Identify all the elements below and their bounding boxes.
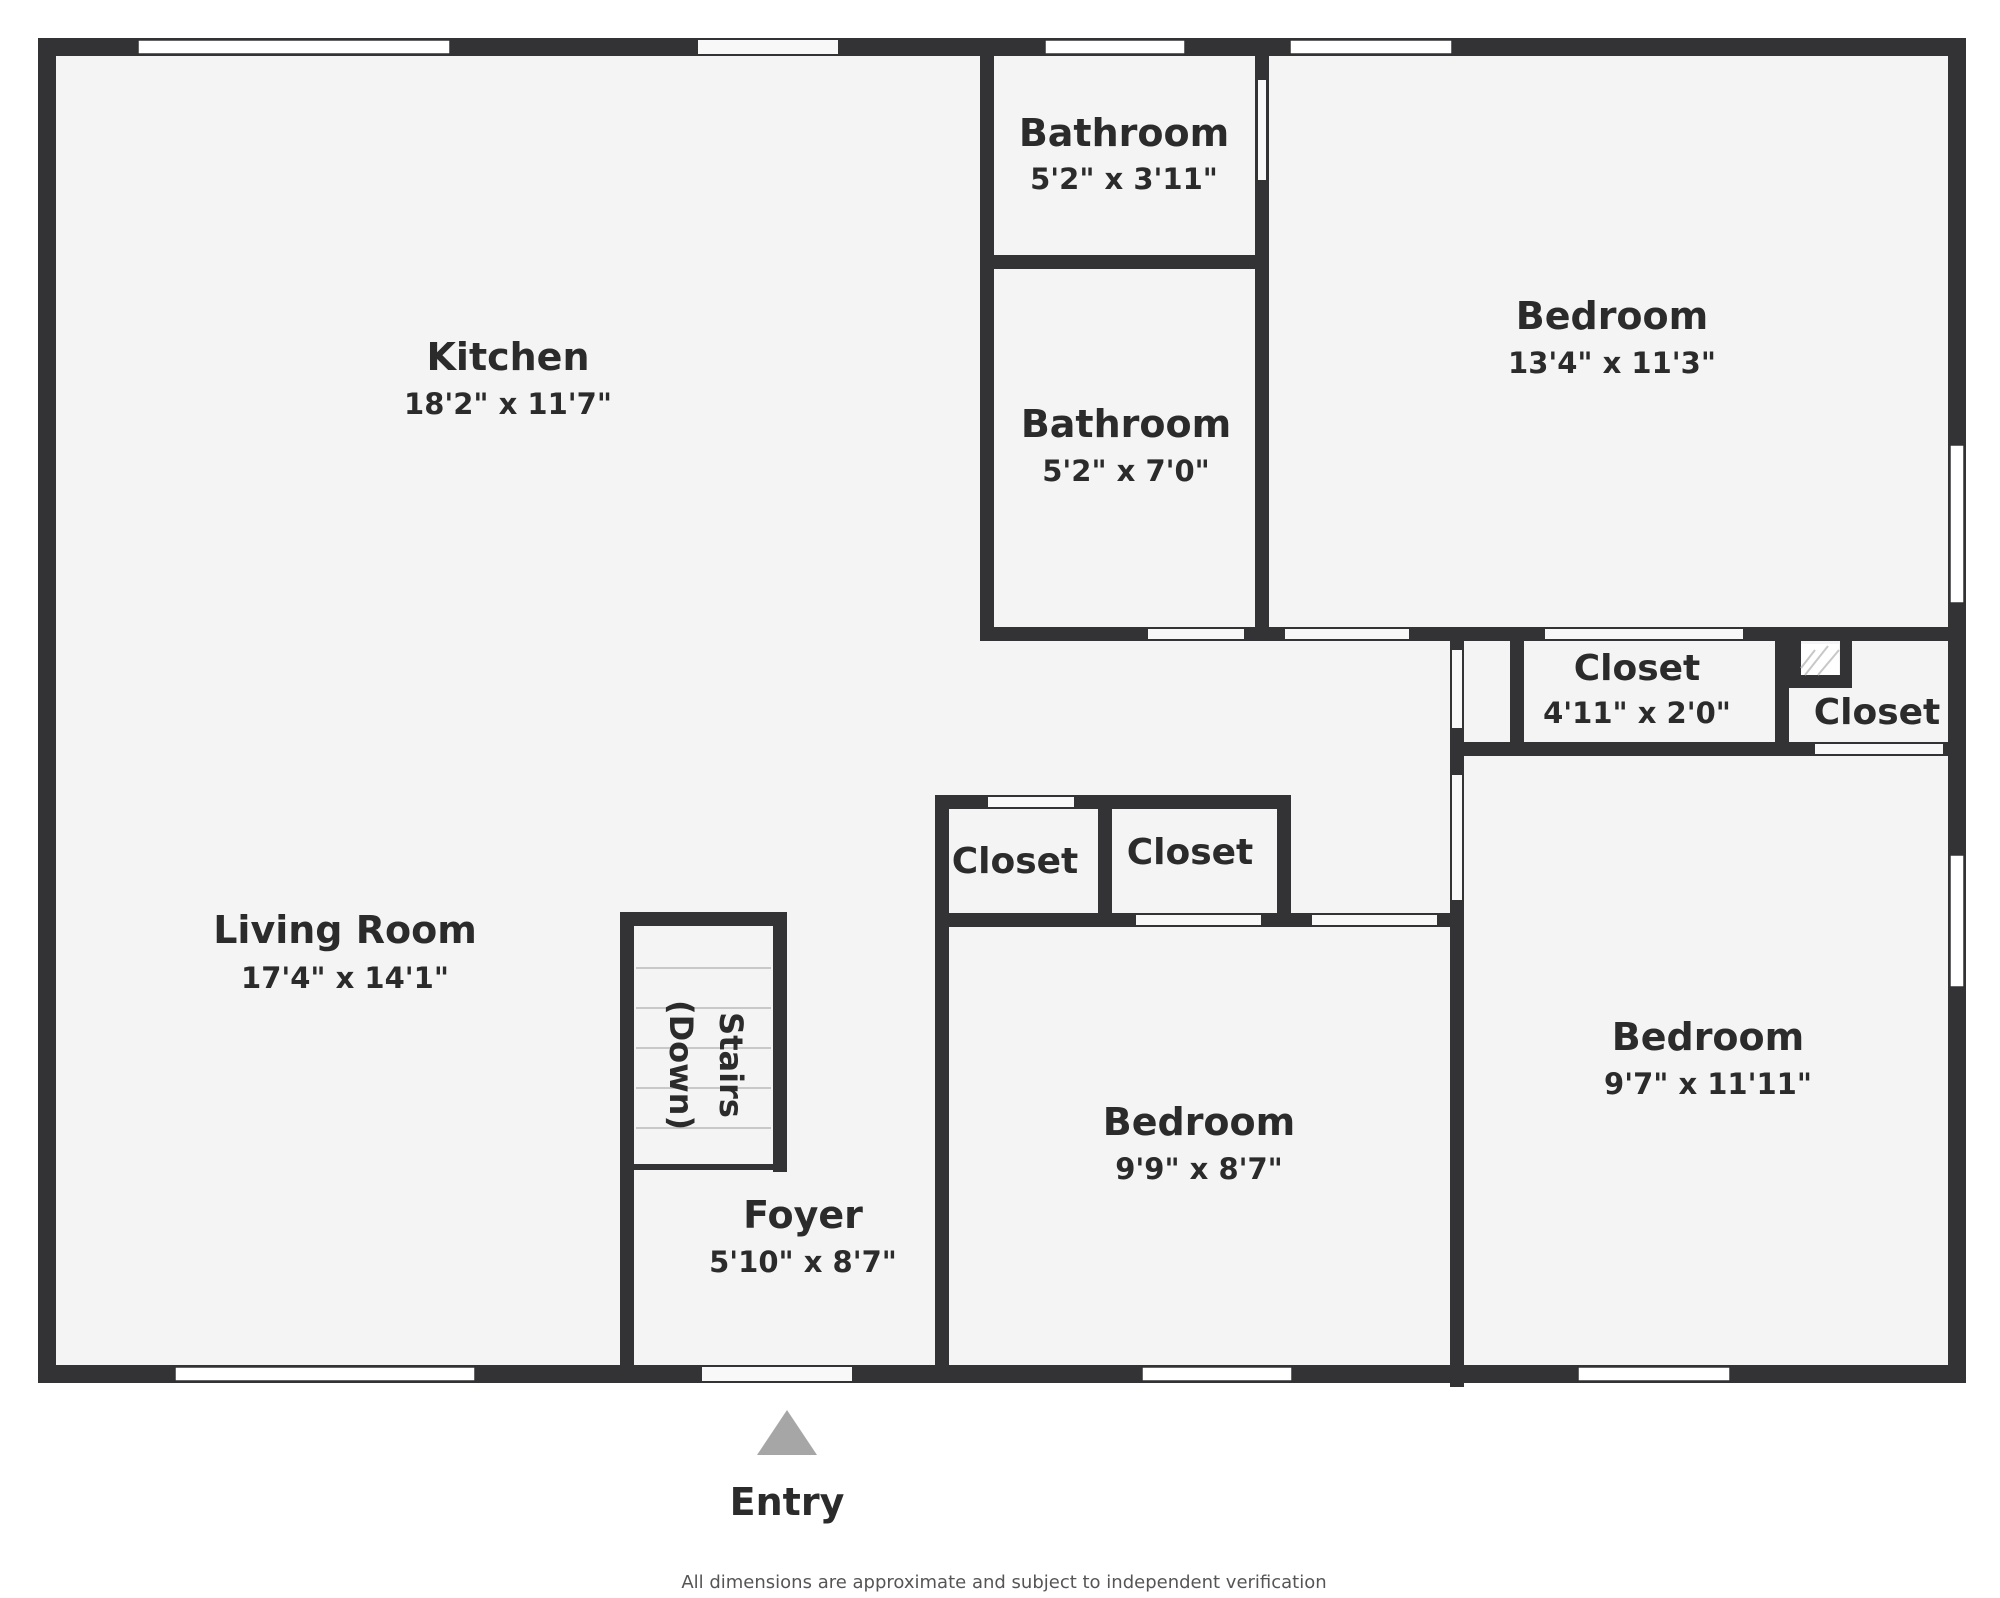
hall-wall-left xyxy=(1450,627,1464,1387)
door-opening-bedroom-center xyxy=(1312,915,1437,925)
entry-arrow-icon xyxy=(757,1410,817,1455)
room-dims-bathroom-large: 5'2" x 7'0" xyxy=(1042,454,1210,488)
exterior-wall-left xyxy=(38,38,56,1383)
floor-area xyxy=(48,55,1948,1375)
stairs-wall-right xyxy=(773,912,787,1172)
window-bedroom-center-bottom xyxy=(1141,1366,1293,1382)
room-dims-bedroom-center: 9'9" x 8'7" xyxy=(1115,1152,1283,1186)
room-dims-bedroom-bottom-right: 9'7" x 11'11" xyxy=(1604,1067,1812,1101)
stairs-label-line1: Stairs xyxy=(712,1012,750,1118)
chimney-wall-bottom xyxy=(1789,675,1852,688)
center-closets-wall-right xyxy=(1277,795,1291,927)
door-opening-entry xyxy=(702,1367,852,1381)
window-bedroom-right-bottom xyxy=(1577,1366,1731,1382)
room-name-closet-right: Closet xyxy=(1814,692,1941,733)
room-dims-bathroom-small: 5'2" x 3'11" xyxy=(1030,162,1218,196)
center-closets-divider xyxy=(1098,795,1112,927)
room-dims-foyer: 5'10" x 8'7" xyxy=(709,1245,897,1279)
room-name-closet-hall: Closet xyxy=(1574,648,1701,689)
closet-hall-wall-left xyxy=(1510,627,1524,755)
door-opening-closet-left xyxy=(988,797,1074,807)
room-name-bathroom-large: Bathroom xyxy=(1021,402,1231,446)
room-name-bathroom-small: Bathroom xyxy=(1019,111,1229,155)
room-name-closet-mid: Closet xyxy=(1127,832,1254,873)
door-opening-kitchen-top xyxy=(698,40,838,54)
room-name-bedroom-top-right: Bedroom xyxy=(1516,294,1709,338)
door-opening-closet-mid xyxy=(1136,915,1261,925)
closet-divider xyxy=(1775,627,1789,755)
bathroom-divider xyxy=(980,255,1262,269)
room-name-bedroom-bottom-right: Bedroom xyxy=(1612,1015,1805,1059)
door-opening-bedroom-top xyxy=(1285,629,1409,639)
exterior-wall-right xyxy=(1948,38,1966,1383)
stairs-wall-top xyxy=(620,912,787,926)
center-closets-wall-left xyxy=(935,795,949,1380)
bathroom-wall-left xyxy=(980,48,994,640)
window-bedroom-right-2 xyxy=(1949,854,1965,988)
disclaimer-text: All dimensions are approximate and subje… xyxy=(681,1572,1326,1593)
exterior-wall-top xyxy=(38,38,1966,56)
room-name-bedroom-center: Bedroom xyxy=(1103,1100,1296,1144)
door-opening-hall-left-2 xyxy=(1452,775,1462,900)
stairs-wall-bottom xyxy=(634,1164,787,1170)
door-opening-bath-bedroom xyxy=(1258,80,1266,180)
bathroom-bedroom-wall xyxy=(1255,48,1269,640)
room-name-foyer: Foyer xyxy=(743,1193,863,1237)
room-dims-kitchen: 18'2" x 11'7" xyxy=(404,387,612,421)
window-kitchen-top xyxy=(137,39,451,55)
room-name-closet-left: Closet xyxy=(952,841,1079,882)
hatch-line xyxy=(1800,649,1816,669)
window-bathroom-top xyxy=(1044,39,1186,55)
door-opening-bathroom xyxy=(1148,629,1244,639)
entry-label: Entry xyxy=(730,1480,845,1524)
exterior-wall-bottom xyxy=(38,1365,1966,1383)
hatch-line xyxy=(1804,645,1829,676)
room-dims-closet-hall: 4'11" x 2'0" xyxy=(1543,696,1731,730)
window-living-bottom xyxy=(174,1366,476,1382)
door-opening-hall-left-1 xyxy=(1452,650,1462,728)
room-dims-bedroom-top-right: 13'4" x 11'3" xyxy=(1508,346,1716,380)
hatch-line xyxy=(1817,649,1840,676)
room-name-living-room: Living Room xyxy=(213,908,477,952)
door-opening-hall-closet xyxy=(1545,629,1743,639)
window-bedroom-top xyxy=(1289,39,1453,55)
room-name-kitchen: Kitchen xyxy=(426,335,589,379)
room-dims-living-room: 17'4" x 14'1" xyxy=(241,961,449,995)
stairs-label-line2: (Down) xyxy=(662,1000,700,1130)
door-opening-closet-right xyxy=(1815,744,1943,754)
stairs-label: Stairs (Down) xyxy=(662,1000,750,1130)
stairs-wall-left xyxy=(620,912,634,1382)
window-bedroom-right-1 xyxy=(1949,444,1965,604)
